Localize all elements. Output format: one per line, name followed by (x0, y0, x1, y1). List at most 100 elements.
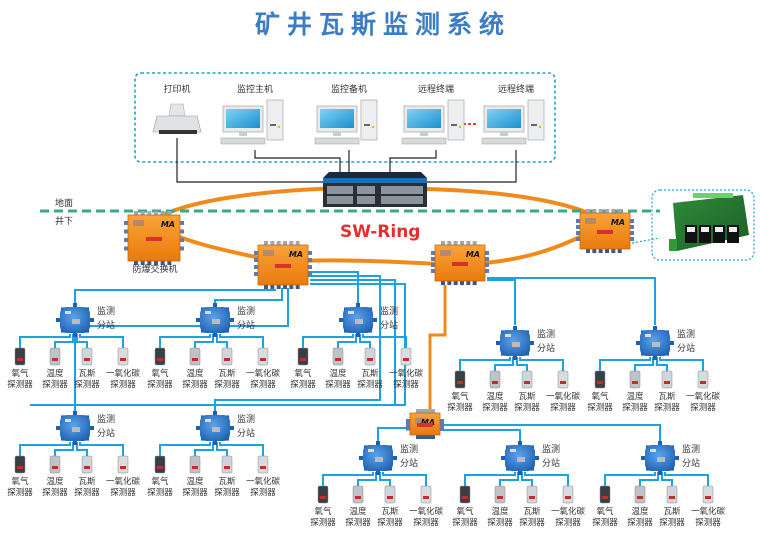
sensor-label: 瓦斯 (518, 391, 536, 402)
right-substation-cables (377, 277, 661, 445)
sensor-label: 氧气 (151, 476, 169, 487)
substation-icon (339, 303, 377, 337)
sensor-label: 瓦斯 (663, 506, 681, 517)
sensor-label: 温度 (349, 506, 367, 517)
ma-badge: MA (421, 418, 435, 427)
sensor-label: 氧气 (11, 368, 29, 379)
sensor-label: 一氧化碳 (691, 506, 726, 517)
sensor-icon (81, 347, 93, 366)
sensor-icon (14, 347, 26, 366)
substation-label: 分站 (542, 457, 560, 469)
sensor-label: 探测器 (514, 402, 540, 413)
sensor-label: 瓦斯 (218, 368, 236, 379)
sensor-label: 探测器 (487, 517, 513, 528)
sensor-label: 温度 (491, 506, 509, 517)
sensor-label: 瓦斯 (78, 476, 96, 487)
sensor-icon (454, 370, 466, 389)
sensor-icon (494, 485, 506, 504)
substation-label: 监测 (542, 443, 560, 455)
sensor-label: 瓦斯 (381, 506, 399, 517)
ma-badge: MA (161, 220, 175, 229)
sensor-label: 探测器 (42, 379, 68, 390)
sensor-label: 探测器 (182, 379, 208, 390)
substation-label: 分站 (237, 427, 255, 439)
sensor-icon (257, 455, 269, 474)
sensor-label: 探测器 (7, 379, 33, 390)
sensor-label: 一氧化碳 (409, 506, 444, 517)
substation-label: 分站 (400, 457, 418, 469)
sensor-icon (49, 455, 61, 474)
sensor-icon (400, 347, 412, 366)
sensor-label: 一氧化碳 (246, 476, 281, 487)
sensor-label: 瓦斯 (658, 391, 676, 402)
sensor-icon (14, 455, 26, 474)
sensor-icon (459, 485, 471, 504)
sensor-icon (557, 370, 569, 389)
substation-label: 监测 (400, 443, 418, 455)
sensor-icon (697, 370, 709, 389)
sensor-label: 一氧化碳 (546, 391, 581, 402)
substation-icon (359, 441, 397, 475)
sensor-label: 探测器 (214, 379, 240, 390)
substation-icon (636, 326, 674, 360)
sensor-label: 探测器 (447, 402, 473, 413)
sensor-label: 瓦斯 (78, 368, 96, 379)
sensor-label: 探测器 (357, 379, 383, 390)
sensor-label: 氧气 (591, 391, 609, 402)
sensor-icon (562, 485, 574, 504)
sensor-label: 瓦斯 (218, 476, 236, 487)
sensor-label: 一氧化碳 (246, 368, 281, 379)
sensor-label: 氧气 (151, 368, 169, 379)
surface-device-label: 打印机 (163, 83, 190, 95)
computer-icon (220, 99, 284, 145)
ma-badge: MA (611, 218, 625, 227)
sensor-label: 温度 (186, 476, 204, 487)
ma-badge: MA (466, 250, 480, 259)
sensor-label: 探测器 (310, 517, 336, 528)
sensor-icon (257, 347, 269, 366)
ma-badge: MA (289, 250, 303, 259)
sensor-icon (221, 455, 233, 474)
computer-icon (401, 99, 465, 145)
computer-icon (481, 99, 545, 145)
substation-label: 分站 (237, 319, 255, 331)
sensor-label: 探测器 (377, 517, 403, 528)
sensor-icon (49, 347, 61, 366)
circuit-board-icon (669, 193, 749, 251)
sensor-label: 探测器 (250, 487, 276, 498)
substation-icon (196, 411, 234, 445)
sensor-label: 探测器 (519, 517, 545, 528)
sensor-icon (364, 347, 376, 366)
sensor-label: 温度 (631, 506, 649, 517)
computer-icon (314, 99, 378, 145)
orange-downlink (428, 285, 447, 412)
board-callout (651, 189, 755, 261)
sensor-label: 温度 (46, 368, 64, 379)
label-below-ground: 井下 (55, 215, 73, 227)
sensor-label: 探测器 (74, 379, 100, 390)
substation-icon (641, 441, 679, 475)
sensor-label: 探测器 (7, 487, 33, 498)
sensor-label: 一氧化碳 (551, 506, 586, 517)
substation-label: 监测 (97, 413, 115, 425)
sensor-label: 探测器 (659, 517, 685, 528)
sensor-label: 探测器 (250, 379, 276, 390)
sensor-label: 一氧化碳 (106, 476, 141, 487)
substation-label: 监测 (237, 305, 255, 317)
sensor-label: 探测器 (482, 402, 508, 413)
sensor-icon (702, 485, 714, 504)
sensor-label: 探测器 (147, 487, 173, 498)
network-switch-icon (323, 172, 427, 207)
sensor-icon (594, 370, 606, 389)
sensor-label: 探测器 (550, 402, 576, 413)
sensor-icon (661, 370, 673, 389)
substation-label: 监测 (237, 413, 255, 425)
surface-cables (176, 138, 517, 183)
substation-label: 分站 (97, 319, 115, 331)
substation-icon (501, 441, 539, 475)
